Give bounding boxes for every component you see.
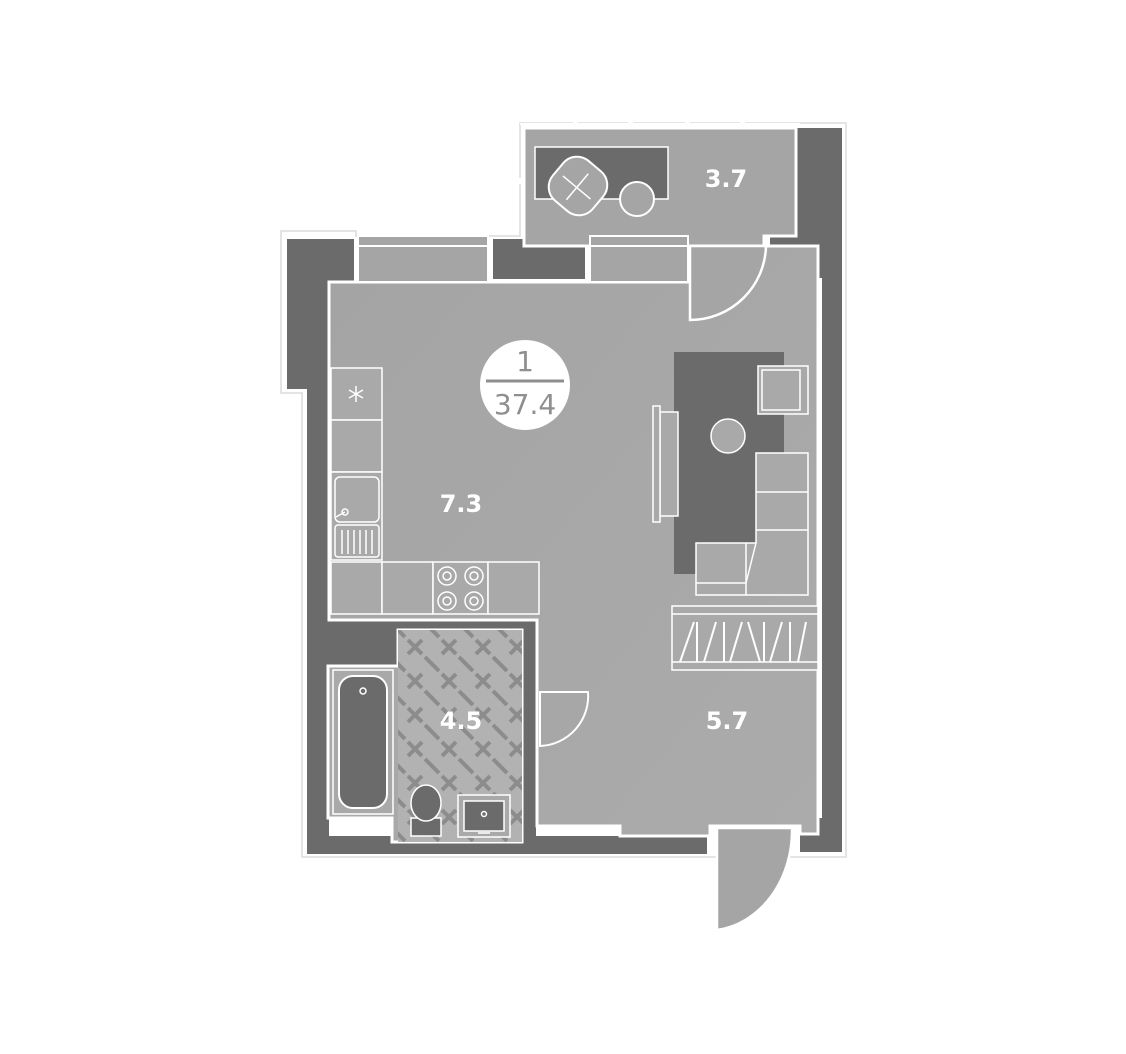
rooms-count: 1: [516, 345, 534, 378]
wardrobe: [671, 605, 819, 671]
balcony-stool: [619, 181, 655, 217]
window-left: [357, 235, 489, 283]
area-label-bathroom: 4.5: [440, 707, 483, 735]
toilet-icon: [410, 784, 442, 837]
windows: [357, 235, 689, 283]
entry-door-swing: [715, 826, 794, 932]
area-label-living: 5.7: [706, 707, 749, 735]
tv: [652, 405, 661, 523]
sink-icon: [457, 794, 511, 838]
wall-left: [307, 270, 329, 854]
tv-stand: [659, 411, 679, 517]
sofa: [695, 452, 809, 596]
area-label-kitchen: 7.3: [440, 490, 483, 518]
armchair: [757, 365, 809, 415]
kitchen-sink-icon: [334, 476, 380, 558]
coffee-table: [710, 418, 746, 454]
living-furniture: [652, 352, 819, 671]
outer-outline: [280, 122, 847, 858]
wall-right: [822, 128, 842, 852]
bath-door-swing: [539, 691, 590, 748]
window-right: [589, 235, 689, 283]
rooms-area-badge: 1 37.4: [480, 340, 570, 430]
wall-bath-right: [522, 618, 536, 846]
snowflake-icon: [348, 386, 364, 402]
bathtub-icon: [332, 669, 394, 815]
area-label-balcony: 3.7: [705, 165, 748, 193]
stove-icon: [437, 566, 484, 611]
balcony: [518, 120, 800, 248]
kitchen-counter: [330, 367, 540, 615]
door-swing-icon: [688, 244, 768, 322]
bathroom: [326, 628, 590, 844]
total-area: 37.4: [494, 388, 556, 421]
balcony-chair: [547, 155, 609, 217]
